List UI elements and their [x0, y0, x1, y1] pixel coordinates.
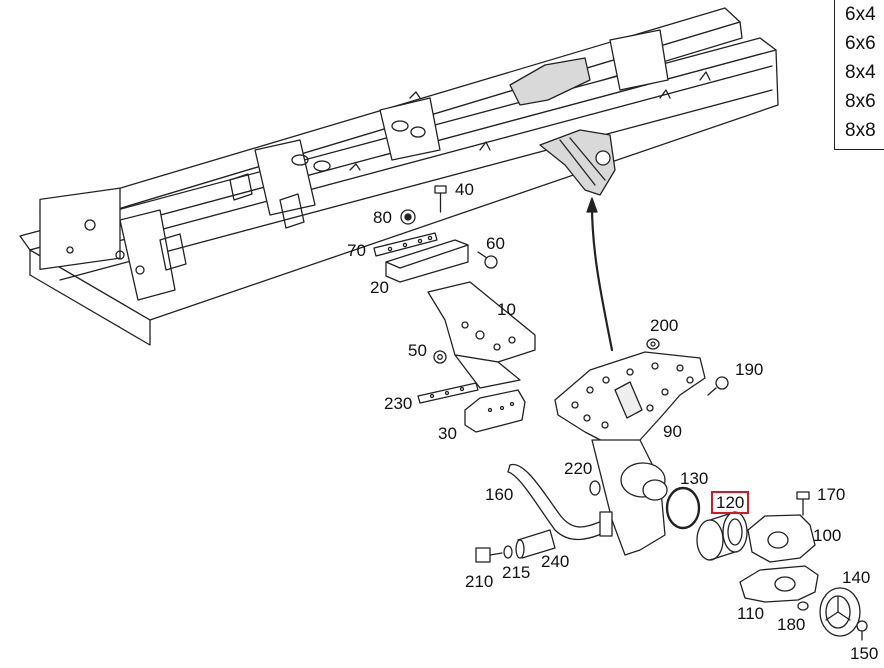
- callout-130: 130: [680, 469, 709, 488]
- variant-6x4: 6x4: [845, 4, 876, 25]
- callout-200: 200: [650, 316, 679, 335]
- part-100-cap: [747, 514, 816, 563]
- callout-150: 150: [850, 644, 879, 663]
- callout-180: 180: [777, 615, 806, 634]
- callout-110: 110: [737, 604, 765, 623]
- chassis-frame: [19, 7, 779, 346]
- part-160-arm: [507, 463, 613, 541]
- part-200-washer: [646, 338, 660, 350]
- variant-6x6: 6x6: [845, 33, 876, 54]
- callout-220: 220: [564, 459, 593, 478]
- callout-215: 215: [502, 563, 531, 582]
- callout-60: 60: [486, 234, 505, 253]
- callout-230: 230: [384, 394, 413, 413]
- part-240-pin: [515, 529, 556, 559]
- part-215-washer: [503, 545, 513, 559]
- callout-240: 240: [541, 552, 570, 571]
- part-10-bracket: [427, 281, 536, 389]
- part-130-ring: [665, 486, 701, 530]
- callout-40: 40: [455, 180, 474, 199]
- part-170-bolt: [796, 491, 810, 516]
- callout-70: 70: [347, 241, 366, 260]
- callout-10: 10: [497, 300, 516, 319]
- callout-90: 90: [663, 422, 682, 441]
- callout-20: 20: [370, 278, 389, 297]
- variant-8x8: 8x8: [845, 120, 876, 141]
- part-150-bolt: [856, 620, 868, 641]
- callout-80: 80: [373, 208, 392, 227]
- part-120-bushing: [696, 511, 748, 561]
- part-110-cap: [739, 565, 819, 603]
- part-210-bolt: [475, 547, 503, 563]
- part-80-nut: [400, 209, 416, 225]
- part-30-bracket: [464, 389, 526, 433]
- part-90-hanger: [554, 351, 706, 556]
- callout-120-highlighted: 120: [711, 491, 750, 514]
- callout-210: 210: [465, 572, 494, 591]
- assembly-arrow: [586, 197, 614, 352]
- part-60-bolt: [477, 251, 498, 269]
- part-180-washer: [797, 601, 809, 611]
- part-220-washer: [589, 480, 601, 496]
- callout-170: 170: [817, 485, 846, 504]
- part-230-strip: [417, 382, 479, 404]
- variant-8x6: 8x6: [845, 91, 876, 112]
- variant-8x4: 8x4: [845, 62, 876, 83]
- part-20-bracket: [385, 239, 469, 283]
- callout-100: 100: [813, 526, 842, 545]
- part-140-cover: [819, 587, 861, 637]
- part-190-bolt: [707, 376, 729, 396]
- part-70-strip: [373, 232, 438, 257]
- callout-140: 140: [842, 568, 871, 587]
- part-50-nut: [433, 350, 447, 364]
- callout-160: 160: [485, 485, 514, 504]
- part-40-bolt: [434, 185, 447, 213]
- callout-190: 190: [735, 360, 764, 379]
- axle-variant-list: 6x4 6x6 8x4 8x6 8x8: [834, 0, 884, 150]
- callout-50: 50: [408, 341, 427, 360]
- callout-30: 30: [438, 424, 457, 443]
